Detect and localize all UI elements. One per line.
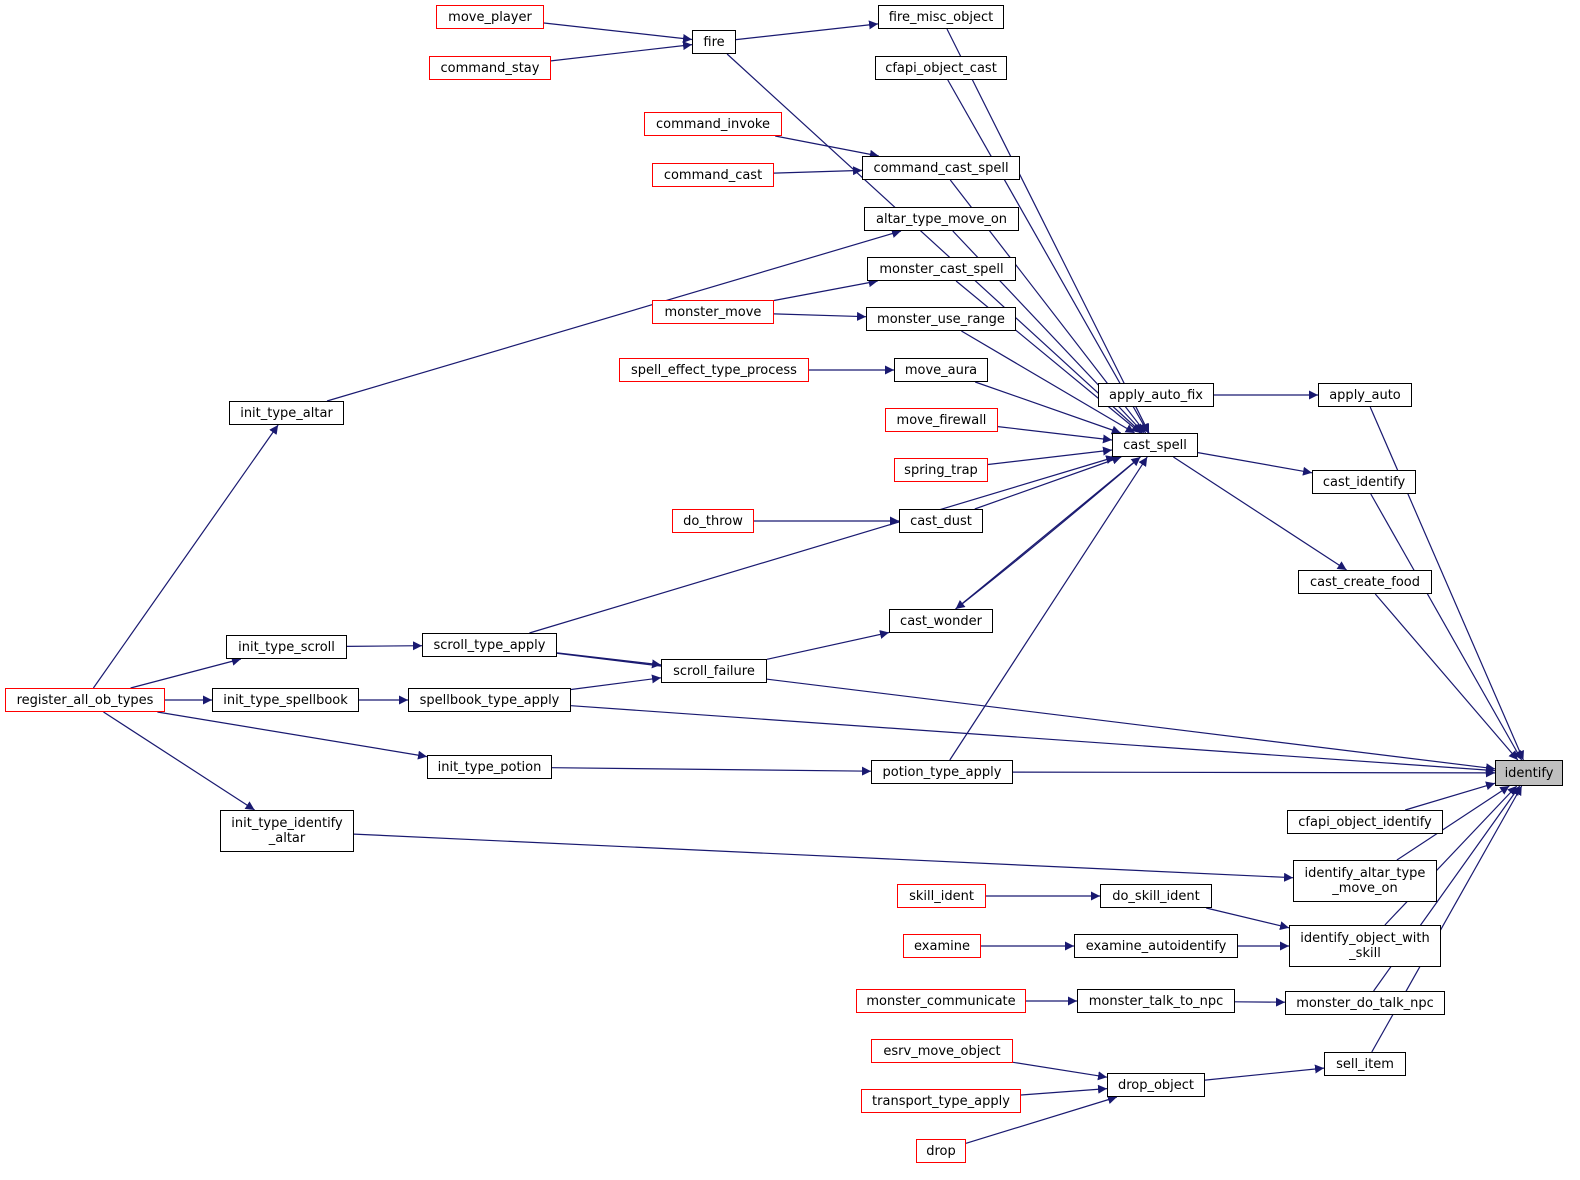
node-scroll-type-apply[interactable]: scroll_type_apply xyxy=(422,633,557,657)
edge-potion-type-apply-to-identify xyxy=(1012,768,1496,778)
edge-apply-auto-to-identify xyxy=(1369,406,1524,761)
edge-command-cast-to-command-cast-spell xyxy=(773,166,863,176)
edge-do-skill-ident-to-identify-object-with-skill xyxy=(1206,907,1290,931)
node-altar-type-move-on[interactable]: altar_type_move_on xyxy=(864,207,1019,231)
edge-fire-misc-object-to-cast-spell xyxy=(946,28,1150,434)
edge-esrv-move-object-to-drop-object xyxy=(1012,1061,1108,1081)
edge-drop-object-to-sell-item xyxy=(1204,1064,1325,1081)
edge-register-all-ob-types-to-init-type-potion xyxy=(157,711,428,760)
node-drop[interactable]: drop xyxy=(916,1139,966,1163)
node-transport-type-apply[interactable]: transport_type_apply xyxy=(861,1089,1021,1113)
node-fire[interactable]: fire xyxy=(692,30,736,54)
node-cast-identify[interactable]: cast_identify xyxy=(1312,470,1416,494)
edge-init-type-scroll-to-scroll-type-apply xyxy=(346,641,423,651)
edge-spellbook-type-apply-to-scroll-failure xyxy=(570,674,662,691)
node-spell-effect-type-process[interactable]: spell_effect_type_process xyxy=(619,358,809,382)
node-do-skill-ident[interactable]: do_skill_ident xyxy=(1100,884,1212,908)
node-init-type-potion[interactable]: init_type_potion xyxy=(427,755,552,779)
edge-cast-identify-to-identify xyxy=(1370,493,1523,761)
node-command-invoke[interactable]: command_invoke xyxy=(644,112,782,136)
node-apply-auto-fix[interactable]: apply_auto_fix xyxy=(1098,383,1214,407)
node-apply-auto[interactable]: apply_auto xyxy=(1318,383,1412,407)
node-cfapi-object-identify[interactable]: cfapi_object_identify xyxy=(1287,810,1443,834)
edge-cast-spell-to-cast-create-food xyxy=(1173,456,1347,571)
edge-move-firewall-to-cast-spell xyxy=(997,426,1113,444)
edge-command-invoke-to-command-cast-spell xyxy=(775,135,879,159)
edge-cfapi-object-identify-to-identify xyxy=(1405,781,1496,811)
node-move-aura[interactable]: move_aura xyxy=(894,358,988,382)
node-move-firewall[interactable]: move_firewall xyxy=(885,408,998,432)
node-command-stay[interactable]: command_stay xyxy=(429,56,551,80)
node-init-type-altar[interactable]: init_type_altar xyxy=(229,401,344,425)
edge-scroll-type-apply-to-cast-spell xyxy=(529,455,1116,634)
node-command-cast-spell[interactable]: command_cast_spell xyxy=(862,156,1020,180)
node-monster-cast-spell[interactable]: monster_cast_spell xyxy=(867,257,1016,281)
edge-potion-type-apply-to-cast-spell xyxy=(949,456,1148,761)
edge-transport-type-apply-to-drop-object xyxy=(1020,1084,1108,1096)
edge-init-type-potion-to-potion-type-apply xyxy=(551,766,872,776)
node-cast-wonder[interactable]: cast_wonder xyxy=(889,609,993,633)
node-cast-dust[interactable]: cast_dust xyxy=(899,509,983,533)
edge-scroll-failure-to-cast-wonder xyxy=(766,630,890,660)
node-cast-spell[interactable]: cast_spell xyxy=(1112,433,1198,457)
node-skill-ident[interactable]: skill_ident xyxy=(897,884,986,908)
edge-monster-use-range-to-cast-spell xyxy=(961,330,1135,434)
edge-move-aura-to-cast-spell xyxy=(975,381,1121,435)
node-spring-trap[interactable]: spring_trap xyxy=(894,458,988,482)
node-monster-communicate[interactable]: monster_communicate xyxy=(856,989,1026,1013)
node-init-type-scroll[interactable]: init_type_scroll xyxy=(226,635,347,659)
node-monster-use-range[interactable]: monster_use_range xyxy=(866,307,1016,331)
node-examine-autoidentify[interactable]: examine_autoidentify xyxy=(1074,934,1238,958)
edge-spring-trap-to-cast-spell xyxy=(987,446,1113,466)
node-cfapi-object-cast[interactable]: cfapi_object_cast xyxy=(875,56,1007,80)
node-identify-altar-type-move-on[interactable]: identify_altar_type _move_on xyxy=(1293,860,1437,902)
edges-layer xyxy=(92,20,1524,1144)
node-sell-item[interactable]: sell_item xyxy=(1324,1052,1406,1076)
edge-fire-to-fire-misc-object xyxy=(735,20,879,41)
edge-register-all-ob-types-to-init-type-identify-altar xyxy=(103,711,255,811)
node-init-type-identify-altar[interactable]: init_type_identify _altar xyxy=(220,810,354,852)
edge-monster-move-to-monster-use-range xyxy=(773,311,867,321)
edge-drop-to-drop-object xyxy=(965,1095,1118,1144)
edge-init-type-identify-altar-to-identify-altar-type-move-on xyxy=(353,833,1294,882)
edge-command-stay-to-fire xyxy=(550,41,693,62)
edge-register-all-ob-types-to-init-type-altar xyxy=(92,424,279,689)
edge-cast-dust-to-cast-spell xyxy=(974,455,1122,510)
node-move-player[interactable]: move_player xyxy=(436,5,544,29)
edge-identify-object-with-skill-to-identify xyxy=(1384,785,1518,926)
edge-cast-spell-to-cast-identify xyxy=(1197,452,1313,476)
edge-sell-item-to-identify xyxy=(1371,785,1523,1053)
node-init-type-spellbook[interactable]: init_type_spellbook xyxy=(212,688,359,712)
node-do-throw[interactable]: do_throw xyxy=(672,509,754,533)
edge-fire-to-cast-spell xyxy=(726,53,1143,434)
node-monster-move[interactable]: monster_move xyxy=(652,300,774,324)
edge-scroll-type-apply-to-scroll-failure xyxy=(556,652,662,669)
edge-monster-move-to-monster-cast-spell xyxy=(773,278,878,302)
edge-cast-spell-to-cast-wonder xyxy=(955,456,1141,610)
node-potion-type-apply[interactable]: potion_type_apply xyxy=(871,760,1013,784)
edge-identify-altar-type-move-on-to-identify xyxy=(1396,785,1510,861)
edge-spellbook-type-apply-to-identify xyxy=(570,705,1496,775)
node-identify-object-with-skill[interactable]: identify_object_with _skill xyxy=(1289,925,1441,967)
edge-register-all-ob-types-to-init-type-scroll xyxy=(130,656,242,689)
edge-monster-cast-spell-to-cast-spell xyxy=(955,280,1141,434)
node-examine[interactable]: examine xyxy=(903,934,981,958)
edge-altar-type-move-on-to-cast-spell xyxy=(952,230,1145,434)
node-esrv-move-object[interactable]: esrv_move_object xyxy=(871,1039,1013,1063)
edge-init-type-altar-to-altar-type-move-on xyxy=(326,229,902,402)
node-command-cast[interactable]: command_cast xyxy=(652,163,774,187)
node-monster-talk-to-npc[interactable]: monster_talk_to_npc xyxy=(1077,989,1235,1013)
node-fire-misc-object[interactable]: fire_misc_object xyxy=(878,5,1004,29)
node-cast-create-food[interactable]: cast_create_food xyxy=(1298,570,1432,594)
edge-move-player-to-fire xyxy=(543,22,693,43)
edge-cast-create-food-to-identify xyxy=(1374,593,1519,761)
node-register-all-ob-types[interactable]: register_all_ob_types xyxy=(5,688,165,712)
node-scroll-failure[interactable]: scroll_failure xyxy=(661,659,767,683)
node-identify: identify xyxy=(1495,760,1563,786)
node-drop-object[interactable]: drop_object xyxy=(1107,1073,1205,1097)
node-spellbook-type-apply[interactable]: spellbook_type_apply xyxy=(408,688,571,712)
node-monster-do-talk-npc[interactable]: monster_do_talk_npc xyxy=(1285,991,1445,1015)
